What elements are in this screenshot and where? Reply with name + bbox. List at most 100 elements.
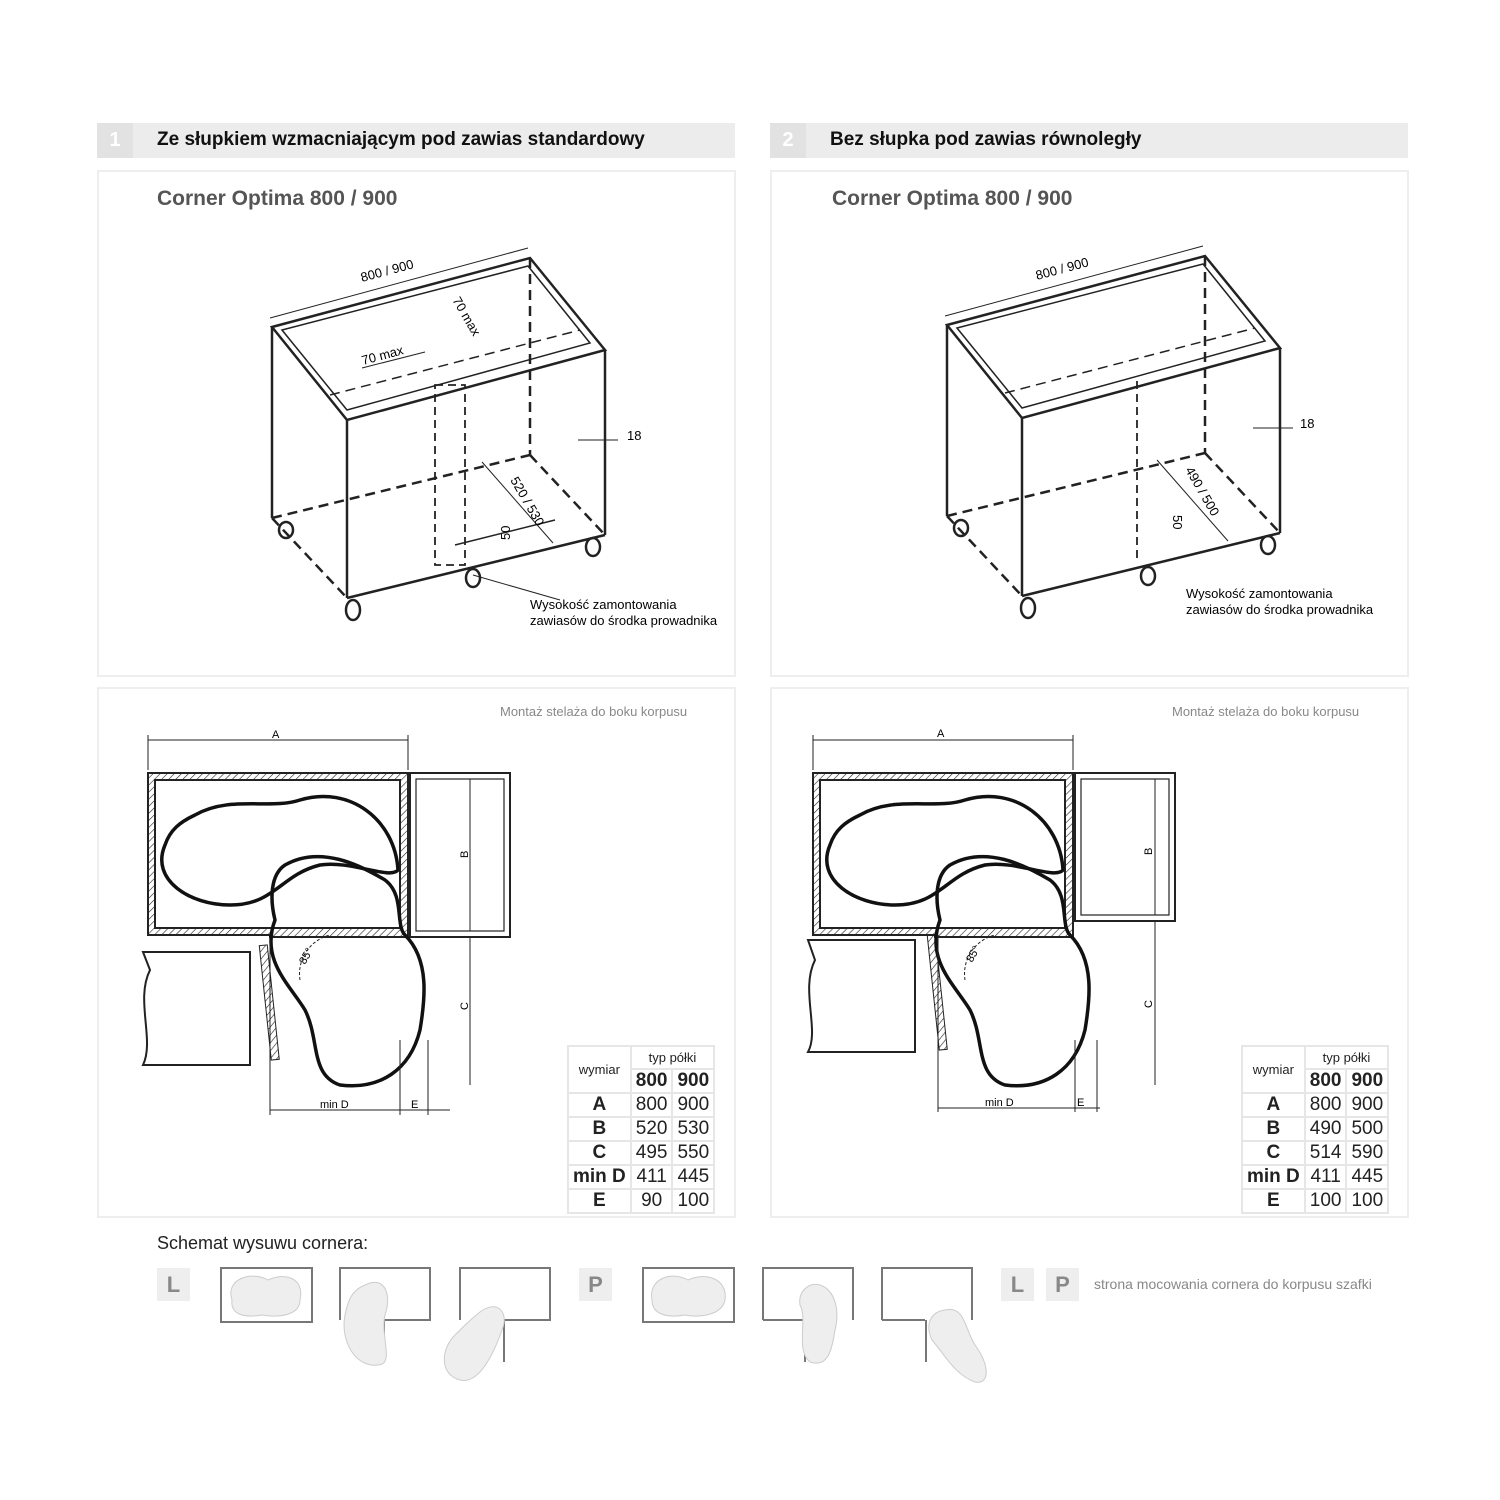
caption-line-1: Wysokość zamontowania — [530, 597, 677, 612]
pullout-schema — [220, 1267, 987, 1383]
col-900: 900 — [1345, 1068, 1390, 1094]
cell: 800 — [629, 1092, 674, 1118]
dim-height: 50 — [498, 526, 513, 540]
cell: 900 — [1345, 1092, 1390, 1118]
row-key: min D — [567, 1164, 632, 1190]
cell: 495 — [629, 1140, 674, 1166]
header-type: typ półki — [629, 1045, 716, 1070]
col-800: 800 — [629, 1068, 674, 1094]
right-badge: P — [579, 1268, 612, 1301]
plan-label-e: E — [411, 1099, 418, 1111]
left-badge: L — [157, 1268, 190, 1301]
dim-depth: 520 / 530 — [507, 474, 547, 528]
cell: 100 — [671, 1188, 716, 1214]
plan-angle: 85° — [964, 944, 983, 964]
section-number: 2 — [770, 123, 806, 158]
header-wymiar: wymiar — [1241, 1045, 1306, 1094]
cell: 514 — [1303, 1140, 1348, 1166]
header-type: typ półki — [1303, 1045, 1390, 1070]
cell: 445 — [1345, 1164, 1390, 1190]
dim-side: 18 — [627, 428, 641, 443]
dim-post-width: 70 max — [360, 342, 406, 368]
cell: 411 — [629, 1164, 674, 1190]
col-800: 800 — [1303, 1068, 1348, 1094]
dim-depth: 490 / 500 — [1182, 464, 1222, 518]
legend-p-badge: P — [1046, 1268, 1079, 1301]
plan-label-d: min D — [985, 1097, 1014, 1109]
plan-label-a: A — [937, 728, 945, 740]
plan-label-c: C — [459, 1002, 471, 1010]
caption-line-2: zawiasów do środka prowadnika — [530, 613, 718, 628]
cell: 500 — [1345, 1116, 1390, 1142]
cell: 411 — [1303, 1164, 1348, 1190]
section-1-header: 1 Ze słupkiem wzmacniającym pod zawias s… — [97, 123, 735, 158]
cell: 90 — [629, 1188, 674, 1214]
row-key: min D — [1241, 1164, 1306, 1190]
row-key: A — [1241, 1092, 1306, 1118]
cell: 900 — [671, 1092, 716, 1118]
cell: 800 — [1303, 1092, 1348, 1118]
mount-note: Montaż stelaża do boku korpusu — [1172, 704, 1360, 719]
caption-line-2: zawiasów do środka prowadnika — [1186, 602, 1374, 617]
schema-title: Schemat wysuwu cornera: — [157, 1233, 369, 1253]
plan-label-e: E — [1077, 1097, 1084, 1109]
plan-label-a: A — [272, 729, 280, 741]
mount-note: Montaż stelaża do boku korpusu — [500, 704, 688, 719]
cell: 100 — [1345, 1188, 1390, 1214]
plan-label-c: C — [1143, 1000, 1155, 1008]
row-key: A — [567, 1092, 632, 1118]
cell: 100 — [1303, 1188, 1348, 1214]
section-number: 1 — [97, 123, 133, 158]
row-key: B — [567, 1116, 632, 1142]
cabinet-panel-2 — [770, 170, 1409, 677]
cabinet-panel-1 — [97, 170, 736, 677]
row-key: C — [1241, 1140, 1306, 1166]
row-key: C — [567, 1140, 632, 1166]
plan-panel-2 — [770, 687, 1409, 1218]
cell: 550 — [671, 1140, 716, 1166]
legend-text: strona mocowania cornera do korpusu szaf… — [1094, 1276, 1372, 1292]
plan-label-d: min D — [320, 1099, 349, 1111]
plan-drawing-1 — [141, 735, 511, 1115]
section-title: Bez słupka pod zawias równoległy — [830, 129, 1142, 150]
dim-height: 50 — [1170, 515, 1185, 529]
legend-l-badge: L — [1001, 1268, 1034, 1301]
product-title: Corner Optima 800 / 900 — [832, 187, 1073, 210]
plan-angle: 85° — [297, 946, 316, 966]
header-wymiar: wymiar — [567, 1045, 632, 1094]
plan-panel-1 — [97, 687, 736, 1218]
dim-post-depth: 70 max — [449, 294, 484, 339]
cell: 530 — [671, 1116, 716, 1142]
section-title: Ze słupkiem wzmacniającym pod zawias sta… — [157, 129, 645, 150]
section-2-header: 2 Bez słupka pod zawias równoległy — [770, 123, 1408, 158]
plan-label-b: B — [1143, 848, 1155, 855]
cell: 590 — [1345, 1140, 1390, 1166]
cabinet-drawing-1 — [269, 247, 618, 622]
caption-line-1: Wysokość zamontowania — [1186, 586, 1333, 601]
row-key: E — [567, 1188, 632, 1214]
cell: 490 — [1303, 1116, 1348, 1142]
plan-label-b: B — [459, 851, 471, 858]
plan-drawing-2 — [806, 735, 1176, 1112]
product-title: Corner Optima 800 / 900 — [157, 187, 398, 210]
row-key: E — [1241, 1188, 1306, 1214]
dim-side: 18 — [1300, 416, 1314, 431]
cabinet-drawing-2 — [944, 245, 1293, 620]
cell: 445 — [671, 1164, 716, 1190]
cell: 520 — [629, 1116, 674, 1142]
row-key: B — [1241, 1116, 1306, 1142]
